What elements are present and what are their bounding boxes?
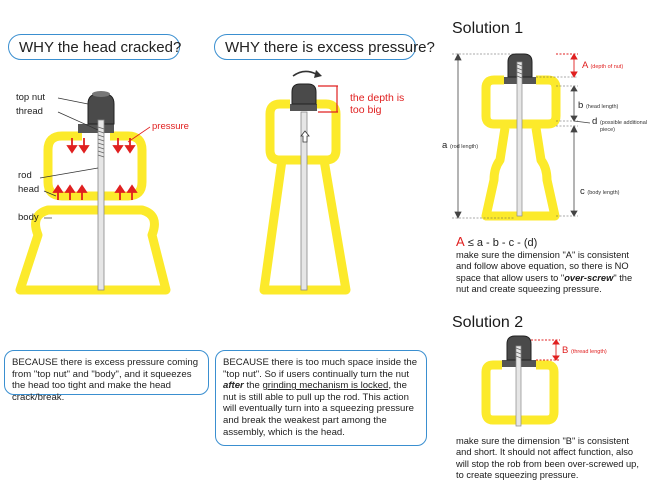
rod [97, 119, 105, 291]
panel2-text-p2: the [243, 380, 263, 392]
dim-b-letter: b [578, 100, 584, 111]
thread-marks [97, 126, 105, 158]
dim-B-desc: (thread length) [570, 349, 607, 355]
dim-b: b (head length) [578, 100, 618, 111]
panel1-explanation: BECAUSE there is excess pressure coming … [4, 350, 209, 403]
dim-c-letter: c [580, 186, 585, 197]
head-label: head [18, 184, 40, 195]
s1-thread [516, 63, 523, 79]
s1-note-over: over-screw [564, 272, 614, 283]
rotation-arrow [292, 70, 317, 77]
pressure-arrows-up [52, 184, 138, 200]
pressure-leader [127, 126, 151, 143]
dim-d-desc1: (possible additional [599, 120, 648, 126]
dim-d: d (possible additional [592, 116, 647, 127]
solution1-note: make sure the dimension "A" is consisten… [456, 250, 642, 295]
s2-rod [515, 345, 522, 427]
dim-B: B (thread length) [562, 345, 607, 356]
washer [78, 124, 114, 133]
panel1-explanation-text: BECAUSE there is excess pressure coming … [12, 357, 199, 403]
solution2-title: Solution 2 [452, 314, 524, 331]
rod-label: rod [18, 170, 32, 181]
solution1-equation: A ≤ a - b - c - (d) [456, 234, 537, 249]
pressure-label: pressure [152, 121, 189, 132]
equation-A: A [456, 234, 465, 249]
panel2-text-after: after [223, 380, 244, 392]
panel2-explanation: BECAUSE there is too much space inside t… [215, 350, 427, 446]
dim-c: c (body length) [580, 186, 620, 197]
panel2-text-p1: BECAUSE there is too much space inside t… [223, 357, 418, 380]
dim-a: a (rod length) [442, 140, 478, 151]
s1-note-p1: make sure the dimension "A" is consisten… [456, 250, 629, 283]
p2-top-nut [291, 83, 317, 105]
s2-thread [515, 347, 522, 359]
depth-bracket [318, 85, 338, 113]
top-nut [87, 93, 115, 125]
dim-B-letter: B [562, 345, 569, 356]
p2-washer [290, 104, 317, 111]
dim-a-desc: (rod length) [449, 144, 479, 150]
head-shape [43, 131, 147, 201]
panel2-text-grinding: grinding mechanism is locked [262, 380, 389, 392]
depth-note-line2: too big [350, 104, 382, 116]
dim-A-desc: (depth of nut) [590, 64, 624, 70]
dim-d-letter: d [592, 116, 598, 127]
panel2-text-p3: , the nut is still able to pull up the r… [223, 380, 414, 438]
dim-A: A (depth of nut) [582, 60, 623, 71]
dim-c-desc: (body length) [587, 190, 620, 196]
depth-note-line1: the depth is [350, 92, 405, 104]
solution1-title: Solution 1 [452, 20, 524, 37]
dim-a-letter: a [442, 140, 448, 151]
dim-d-desc2: piece) [600, 127, 615, 133]
pull-up-arrow [300, 130, 310, 143]
panel2-title: WHY there is excess pressure? [214, 34, 435, 60]
panel1-title: WHY the head cracked? [8, 34, 181, 60]
dim-b-desc: (head length) [585, 104, 619, 110]
body-shape [15, 205, 171, 295]
p2-rod [300, 111, 308, 291]
equation-rest: ≤ a - b - c - (d) [464, 237, 538, 249]
s1-note-p2: " the nut and create squeezing pressure. [456, 272, 633, 294]
pressure-arrows-down [66, 138, 136, 154]
s1-rod [516, 61, 523, 217]
dim-A-letter: A [582, 60, 588, 71]
thread-label: thread [16, 106, 43, 117]
solution2-note: make sure the dimension "B" is consisten… [456, 436, 639, 480]
top-nut-label: top nut [16, 92, 46, 103]
body-label: body [18, 212, 39, 223]
